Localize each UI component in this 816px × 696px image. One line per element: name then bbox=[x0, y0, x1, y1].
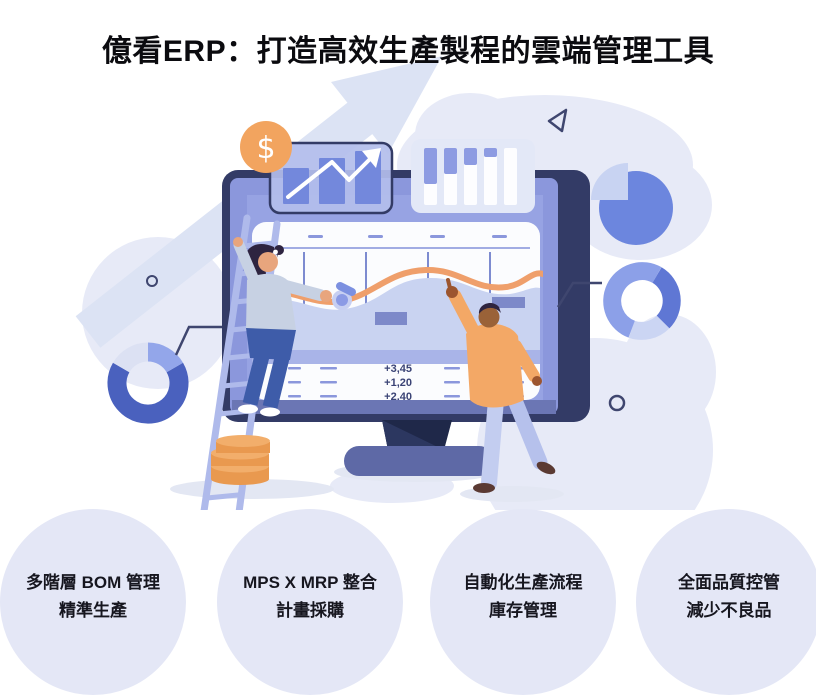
man-head bbox=[478, 306, 500, 328]
dashboard-menu-dashes bbox=[308, 235, 507, 238]
feature-line2: 計畫採購 bbox=[276, 601, 344, 620]
marker-pen bbox=[336, 282, 356, 296]
column-chart-card bbox=[411, 139, 535, 213]
woman-on-ladder bbox=[233, 237, 356, 417]
coin-stack bbox=[211, 435, 270, 485]
woman-jeans bbox=[246, 328, 296, 360]
bar-chart-card bbox=[268, 141, 394, 215]
feature-line2: 庫存管理 bbox=[489, 601, 557, 620]
man-shirt bbox=[466, 323, 524, 408]
feature-bubble-automation: 自動化生產流程 庫存管理 bbox=[430, 509, 616, 695]
feature-line2: 減少不良品 bbox=[686, 601, 772, 620]
feature-bubble-mps-mrp: MPS X MRP 整合 計畫採購 bbox=[217, 509, 403, 695]
donut-chart-right bbox=[603, 262, 681, 340]
trend-line bbox=[247, 266, 543, 305]
man-pointing bbox=[446, 278, 556, 493]
hero-illustration: +3,45 +1,20 +2,40 bbox=[75, 56, 716, 510]
man-hair bbox=[478, 303, 501, 314]
feature-line1: 全面品質控管 bbox=[678, 573, 780, 593]
dollar-coin-icon: $ bbox=[240, 121, 292, 173]
connector-line-right bbox=[556, 281, 602, 308]
chart-label-block bbox=[492, 297, 525, 308]
circle-decoration-left bbox=[146, 275, 158, 287]
pie-chart-icon bbox=[591, 163, 673, 245]
chart-label-block bbox=[375, 312, 407, 325]
feature-bubble-quality: 全面品質控管 減少不良品 bbox=[636, 509, 816, 695]
circle-decoration-right bbox=[608, 394, 626, 412]
triangle-icon bbox=[547, 108, 568, 133]
woman-head bbox=[258, 252, 278, 272]
page-title: 億看ERP：打造高效生產製程的雲端管理工具 bbox=[101, 35, 715, 69]
feature-line1: 自動化生產流程 bbox=[463, 573, 583, 593]
feature-line1: 多階層 BOM 管理 bbox=[25, 573, 161, 593]
coin-symbol: $ bbox=[256, 131, 275, 166]
trend-arrow-icon bbox=[286, 156, 373, 199]
feature-bubble-bom: 多階層 BOM 管理 精準生產 bbox=[0, 509, 186, 695]
screen-value: +1,20 bbox=[384, 377, 412, 389]
feature-line1: MPS X MRP 整合 bbox=[243, 573, 377, 593]
screen-value: +2,40 bbox=[384, 391, 412, 403]
connector-line-left bbox=[174, 325, 222, 356]
donut-chart-left bbox=[107, 342, 189, 424]
feature-line2: 精準生產 bbox=[59, 601, 127, 620]
screen-value: +3,45 bbox=[384, 363, 412, 375]
monitor-stand bbox=[344, 420, 494, 476]
data-point bbox=[336, 294, 348, 306]
